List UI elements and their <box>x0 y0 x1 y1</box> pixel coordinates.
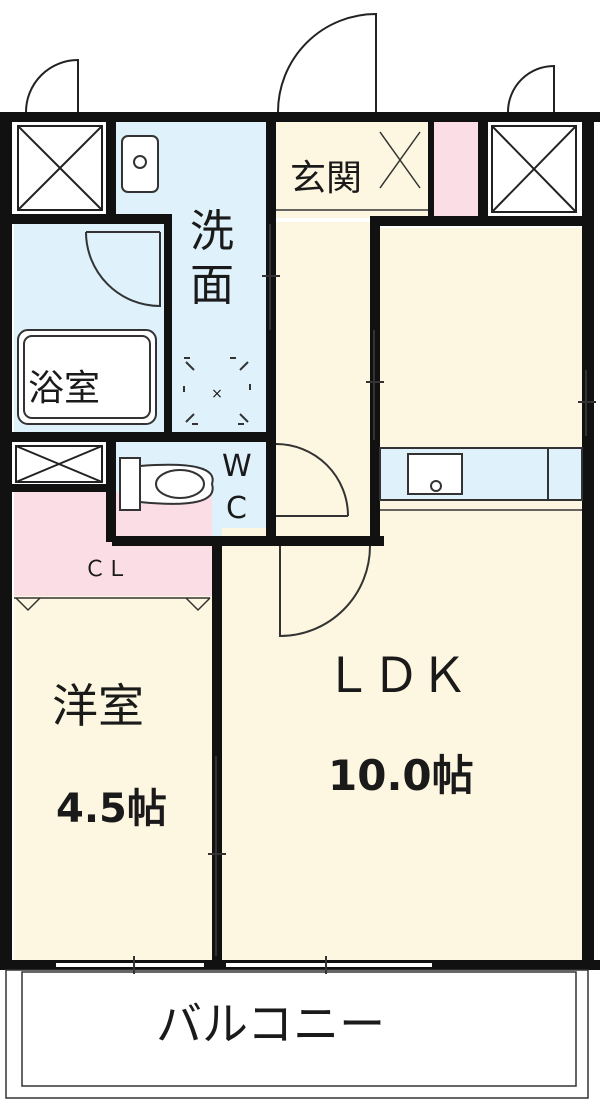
shoe-closet <box>432 122 478 218</box>
right-window <box>578 370 596 436</box>
washing-machine-space: × <box>183 357 251 425</box>
wc-label-w: W <box>222 449 252 484</box>
door-swing-top-left <box>25 58 79 113</box>
toilet-icon <box>119 457 214 511</box>
balcony <box>5 969 589 1099</box>
washroom-label-2: 面 <box>190 260 234 311</box>
hall-sliding-door <box>366 330 384 440</box>
washroom-label-1: 洗 <box>190 206 234 257</box>
balcony-label: バルコニー <box>156 997 385 1051</box>
wc-door-swing <box>275 443 349 517</box>
bathroom-door-swing <box>85 231 161 308</box>
western-room-label: 洋室 <box>52 679 144 733</box>
bathtub-icon <box>17 329 157 425</box>
front-door-swing <box>277 12 377 113</box>
balcony-window-marks <box>133 956 327 974</box>
bath-label: 浴室 <box>28 368 100 409</box>
entrance-step <box>276 131 428 211</box>
entrance-label: 玄関 <box>290 158 362 199</box>
hallway-floor <box>276 222 372 538</box>
ldk-size: 10.0帖 <box>328 751 474 800</box>
closet-doors <box>14 597 211 612</box>
western-room-floor <box>14 596 212 960</box>
kitchen-counter <box>379 447 583 501</box>
ldk-floor <box>222 528 582 960</box>
washroom-door <box>262 224 280 330</box>
door-swing-top-right <box>507 64 555 113</box>
western-room-size: 4.5帖 <box>56 786 167 832</box>
storage-x-box <box>15 445 103 483</box>
ldk-door-swing <box>279 545 371 638</box>
washbasin-icon <box>121 135 159 193</box>
wc-label-c: C <box>226 491 247 526</box>
pipe-space-right <box>491 125 577 213</box>
entrance-floor <box>276 122 428 218</box>
ldk-label: ＬＤＫ <box>324 648 468 704</box>
closet-label: ＣＬ <box>84 557 128 582</box>
western-room-sliding-door <box>208 756 226 956</box>
pipe-space-left <box>17 125 103 211</box>
svg-text:×: × <box>211 386 223 402</box>
